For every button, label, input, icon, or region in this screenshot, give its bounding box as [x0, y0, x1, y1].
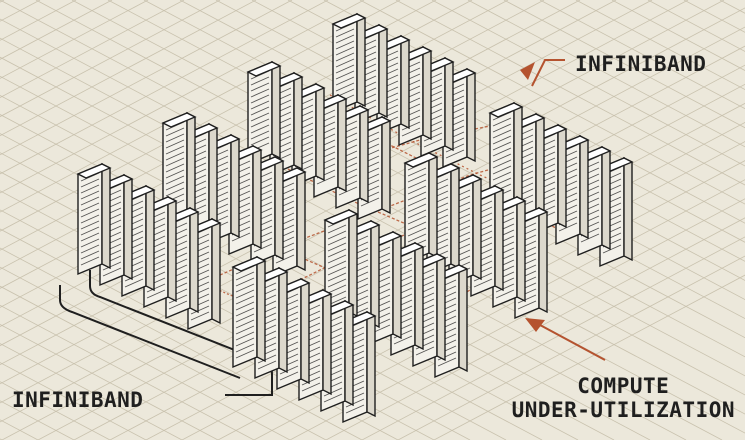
- infiniband-label-top: INFINIBAND: [575, 52, 707, 76]
- callout-arrows: [520, 59, 606, 361]
- server-rack-row-8: [231, 255, 377, 424]
- compute-label-line1: COMPUTE: [577, 374, 670, 398]
- server-rack-row-3: [488, 101, 634, 268]
- server-rack-row-1: [331, 12, 477, 169]
- infiniband-label-bottom-left: INFINIBAND: [12, 388, 144, 412]
- server-rack-row-6: [76, 162, 222, 331]
- server-rack-row-2: [246, 60, 392, 221]
- server-rack-icon: [161, 111, 197, 223]
- compute-label-line2: UNDER-UTILIZATION: [511, 398, 735, 423]
- server-rack-icon: [231, 255, 267, 369]
- server-rack-icon: [403, 151, 439, 265]
- compute-underutilization-label: COMPUTE UNDER-UTILIZATION: [512, 374, 735, 422]
- server-rack-icon: [76, 162, 112, 276]
- server-rack-row-4: [161, 111, 307, 278]
- server-rack-row-5: [403, 151, 549, 320]
- server-rack-rows: [76, 12, 634, 424]
- server-rack-icon: [246, 60, 282, 166]
- server-rack-icon: [331, 12, 367, 114]
